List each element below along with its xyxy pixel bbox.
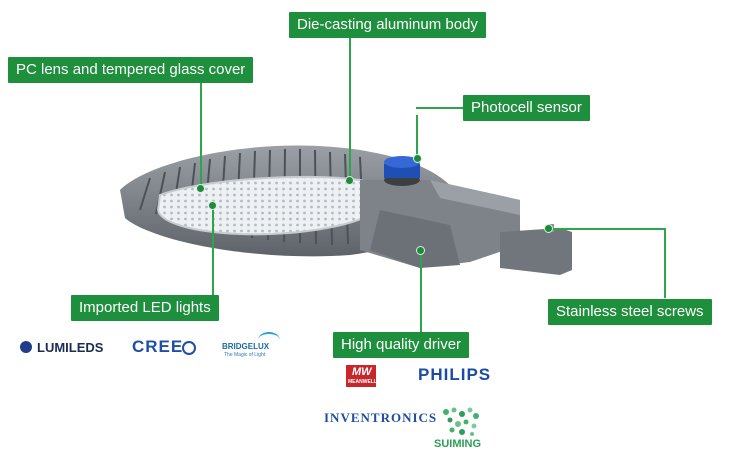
cree-logo: CREE: [132, 337, 200, 357]
bridgelux-arc-icon: [258, 332, 280, 348]
cree-wordmark: CREE: [132, 337, 184, 356]
lumileds-mark-icon: [20, 341, 32, 353]
meanwell-mark: MW: [352, 366, 372, 378]
bridgelux-tagline: The Magic of Light: [224, 352, 266, 358]
meanwell-wordmark: MEANWELL: [348, 379, 377, 385]
bridgelux-wordmark: BRIDGELUX: [222, 342, 270, 351]
label-photocell: Photocell sensor: [463, 95, 590, 121]
bridgelux-logo: BRIDGELUX The Magic of Light: [222, 332, 286, 360]
label-die-casting: Die-casting aluminum body: [289, 12, 486, 38]
lumileds-wordmark: LUMILEDS: [37, 340, 104, 355]
inventronics-logo: INVENTRONICS: [324, 410, 438, 425]
suiming-logo: SUIMING: [432, 404, 492, 454]
suiming-mark-icon: [443, 407, 479, 436]
label-pc-lens: PC lens and tempered glass cover: [8, 57, 254, 83]
meanwell-logo: MW MEANWELL: [346, 365, 377, 387]
lumileds-logo: LUMILEDS: [20, 339, 120, 357]
philips-logo: PHILIPS: [418, 365, 492, 384]
label-driver: High quality driver: [333, 332, 470, 358]
label-led-lights: Imported LED lights: [71, 295, 219, 321]
suiming-wordmark: SUIMING: [434, 438, 482, 450]
cree-mark-icon: [182, 341, 196, 355]
mounting-arm: [500, 228, 572, 275]
label-steel-screws: Stainless steel screws: [548, 299, 712, 325]
